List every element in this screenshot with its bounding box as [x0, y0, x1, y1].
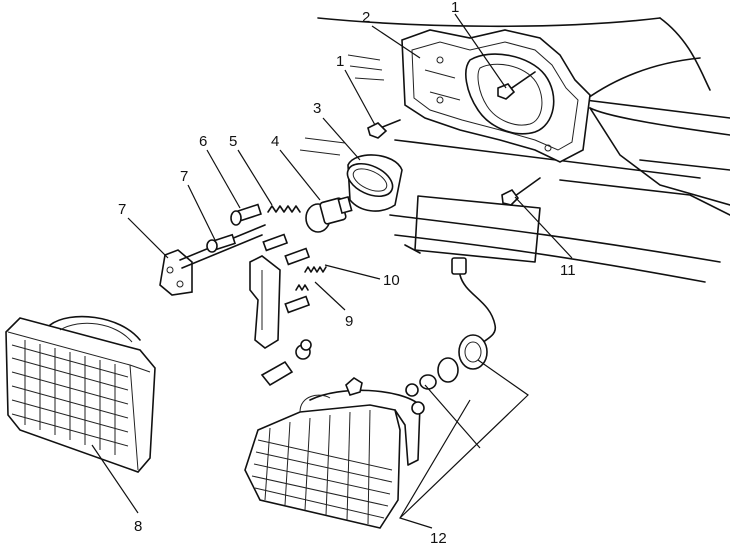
vertical-bracket [249, 233, 327, 349]
bolt-lower [501, 177, 541, 206]
callout-2: 2 [362, 9, 370, 26]
callout-3: 3 [313, 100, 321, 117]
turn-signal-lens-lines [251, 409, 393, 525]
callout-4: 4 [271, 133, 279, 150]
headlamp-bracket [401, 29, 591, 163]
vehicle-body [299, 17, 730, 283]
bulb-shield [346, 154, 403, 212]
callout-5: 5 [229, 133, 237, 150]
callout-9: 9 [345, 313, 353, 330]
headlamp-lens-lines [11, 340, 129, 455]
adjuster-screw-upper [230, 203, 262, 226]
callout-11: 11 [560, 262, 576, 279]
o-ring [437, 357, 459, 383]
wiring-harness [451, 257, 497, 351]
turn-signal-assembly [244, 389, 421, 529]
signal-bulb [405, 374, 437, 415]
support-bracket-left [159, 224, 266, 296]
callout-7-upper: 7 [180, 168, 188, 185]
callout-labels: 1 2 1 3 4 5 6 7 7 8 9 10 11 12 [118, 0, 576, 545]
side-lamp-socket [260, 339, 312, 387]
callout-1-upper: 1 [451, 0, 459, 16]
callout-7-lower: 7 [118, 201, 126, 218]
bolt-upper [497, 71, 536, 100]
headlamp-bulb [305, 195, 353, 233]
signal-socket [458, 334, 488, 370]
adjuster-screw-lower [206, 233, 237, 253]
callout-6: 6 [199, 133, 207, 150]
callout-10: 10 [383, 272, 400, 289]
headlamp-assembly [5, 315, 156, 473]
bolt-side [367, 119, 401, 139]
leader-lines [91, 13, 573, 529]
callout-1-side: 1 [336, 53, 344, 70]
adjuster-spring-upper [267, 205, 301, 213]
callout-12: 12 [430, 530, 447, 545]
callout-8: 8 [134, 518, 142, 535]
signal-nut [345, 377, 363, 396]
